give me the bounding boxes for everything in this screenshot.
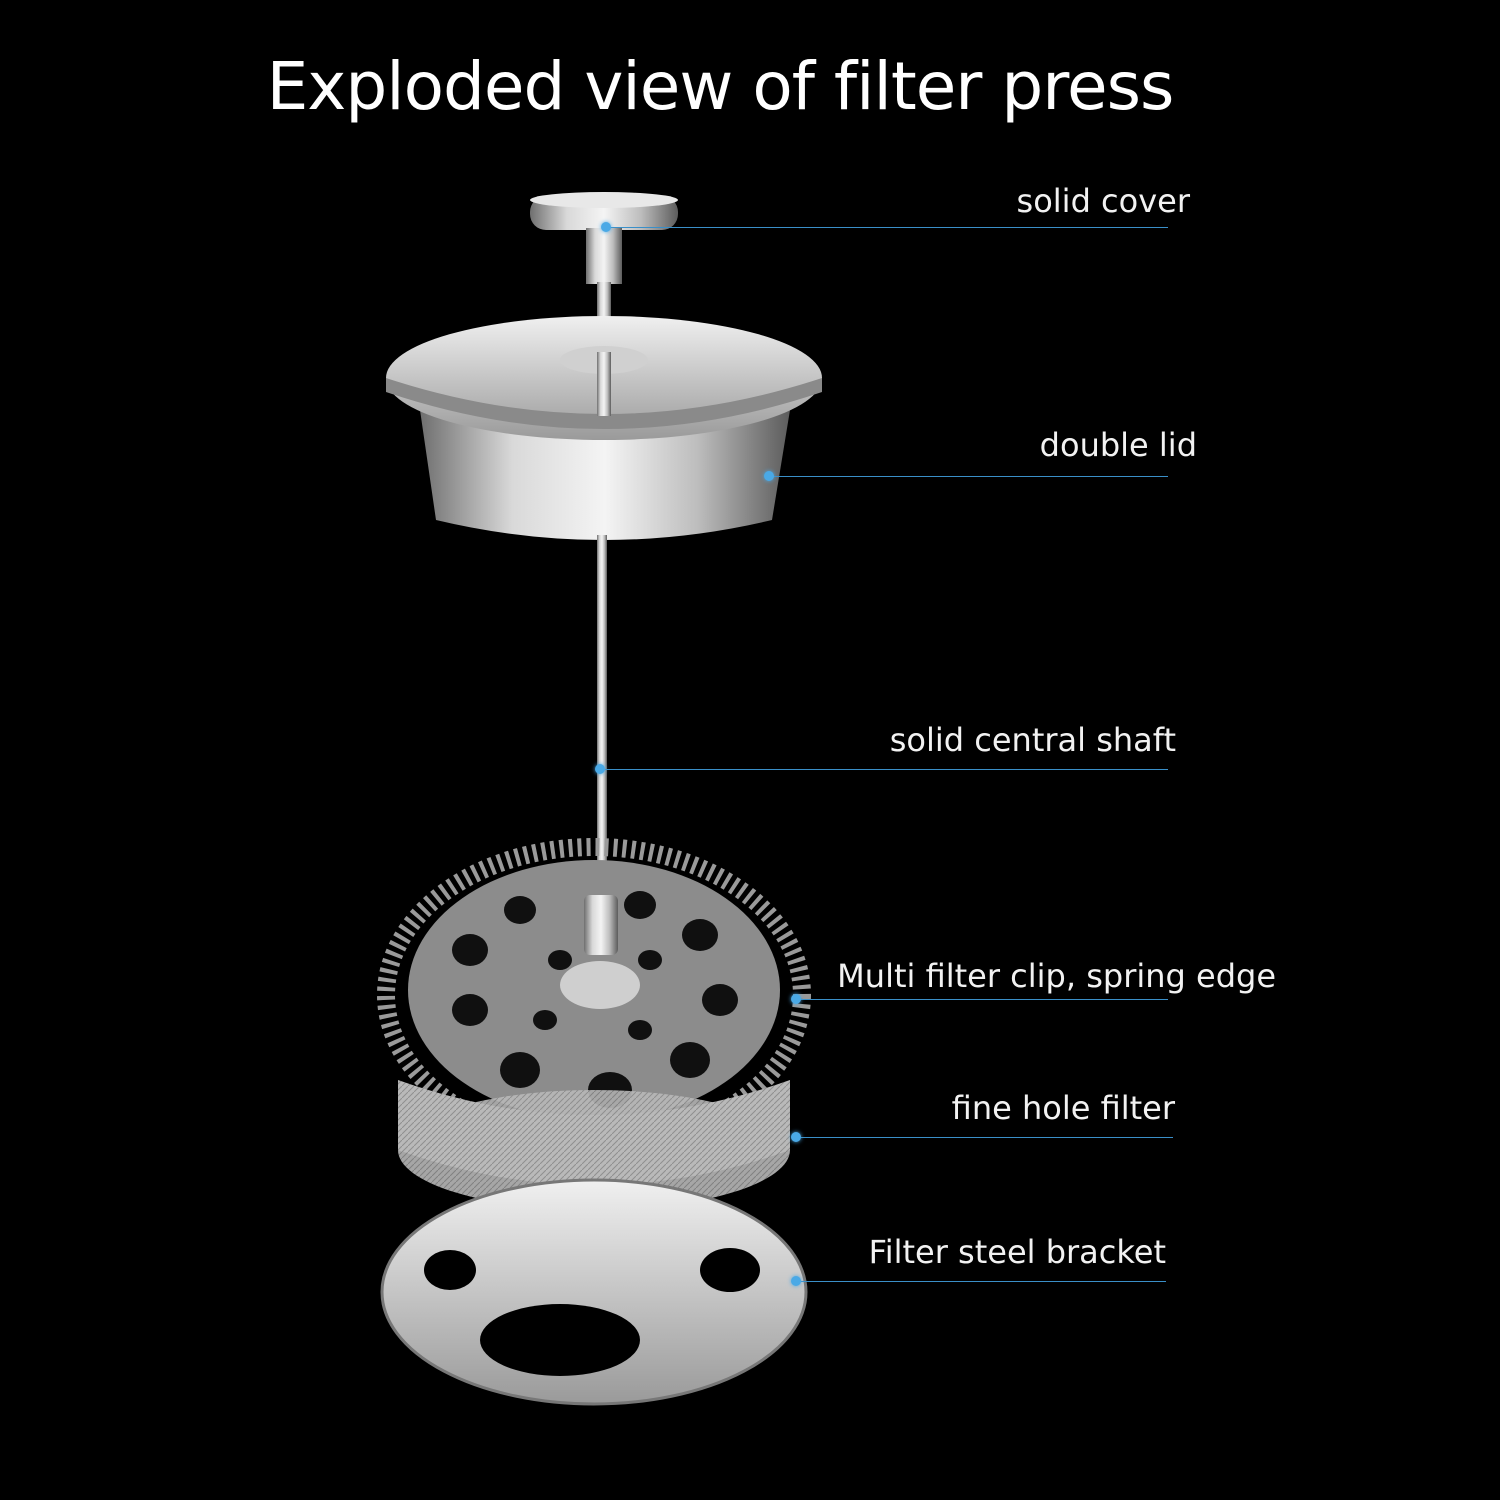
callout-steel-bracket-line bbox=[796, 1281, 1166, 1282]
diagram-title: Exploded view of filter press bbox=[266, 48, 1175, 125]
steel-bracket-part bbox=[380, 1178, 808, 1406]
callout-filter-clip-dot bbox=[791, 994, 801, 1004]
solid-cover-part bbox=[530, 192, 678, 352]
callout-steel-bracket-dot bbox=[791, 1276, 801, 1286]
fine-filter-part bbox=[398, 1080, 790, 1210]
callout-double-lid-label: double lid bbox=[1039, 426, 1197, 464]
callout-solid-cover-line bbox=[606, 227, 1168, 228]
callout-central-shaft-label: solid central shaft bbox=[889, 721, 1176, 759]
callout-solid-cover-dot bbox=[601, 222, 611, 232]
callout-filter-clip-label: Multi filter clip, spring edge bbox=[837, 957, 1276, 995]
filter-clip-part bbox=[377, 838, 811, 1152]
callout-double-lid-line bbox=[769, 476, 1168, 477]
callout-fine-filter-label: fine hole filter bbox=[951, 1089, 1175, 1127]
callout-solid-cover-label: solid cover bbox=[1016, 182, 1190, 220]
callout-central-shaft-dot bbox=[595, 764, 605, 774]
callout-filter-clip-line bbox=[796, 999, 1168, 1000]
callout-double-lid-dot bbox=[764, 471, 774, 481]
callout-steel-bracket-label: Filter steel bracket bbox=[868, 1233, 1166, 1271]
callout-central-shaft-line bbox=[600, 769, 1168, 770]
callout-fine-filter-line bbox=[796, 1137, 1173, 1138]
double-lid-part bbox=[386, 316, 822, 540]
central-shaft-part bbox=[597, 535, 607, 910]
callout-fine-filter-dot bbox=[791, 1132, 801, 1142]
